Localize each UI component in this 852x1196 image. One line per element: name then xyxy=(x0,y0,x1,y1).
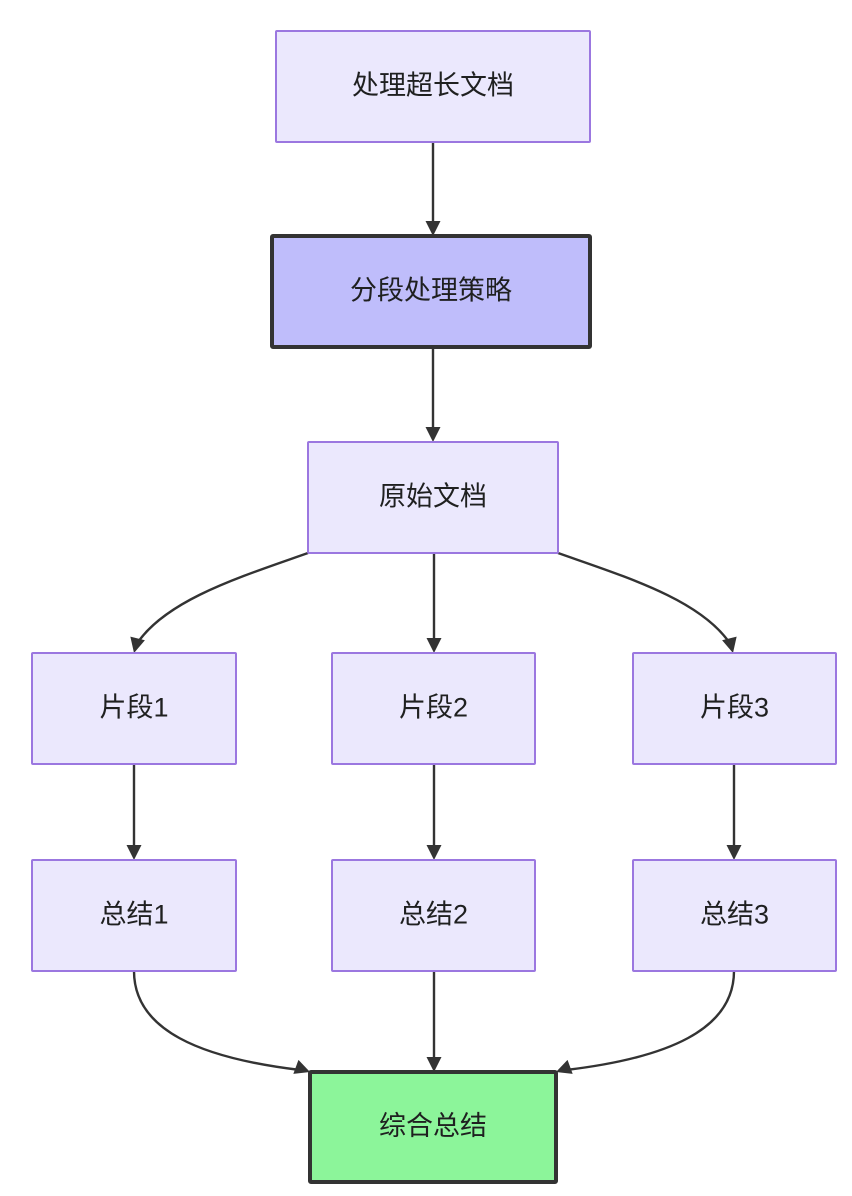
arrowheads-layer xyxy=(126,221,742,1074)
edges-layer xyxy=(132,142,736,1072)
node-box[interactable] xyxy=(275,30,591,143)
edge-arrowhead xyxy=(556,1059,573,1074)
node-label: 片段2 xyxy=(399,693,468,723)
arrowhead-triangle xyxy=(130,636,145,653)
arrowhead-triangle xyxy=(722,636,737,653)
flow-edge xyxy=(132,970,301,1072)
arrowhead-triangle xyxy=(425,221,441,236)
node-label: 总结1 xyxy=(99,900,168,930)
flow-node-n10[interactable]: 综合总结 xyxy=(308,1070,558,1184)
node-box[interactable] xyxy=(632,652,837,765)
flow-node-n2[interactable]: 分段处理策略 xyxy=(270,234,592,349)
flow-node-n1[interactable]: 处理超长文档 xyxy=(275,30,591,143)
edge-arrowhead xyxy=(726,845,742,860)
flow-node-n9[interactable]: 总结3 xyxy=(632,859,837,972)
node-label: 总结2 xyxy=(399,900,468,930)
flow-edge xyxy=(565,970,736,1072)
node-label: 片段1 xyxy=(99,693,168,723)
node-label: 总结3 xyxy=(700,900,769,930)
edge-arrowhead xyxy=(426,845,442,860)
node-box[interactable] xyxy=(31,859,237,972)
node-box[interactable] xyxy=(307,441,559,554)
node-box[interactable] xyxy=(308,1070,558,1184)
edge-arrowhead xyxy=(426,1057,442,1072)
node-label: 处理超长文档 xyxy=(352,71,514,101)
arrowhead-triangle xyxy=(126,845,142,860)
node-box[interactable] xyxy=(270,234,592,349)
flow-edge xyxy=(134,551,309,646)
arrowhead-triangle xyxy=(726,845,742,860)
flow-edge xyxy=(557,551,733,646)
arrowhead-triangle xyxy=(293,1059,310,1074)
flow-node-n7[interactable]: 总结1 xyxy=(31,859,237,972)
edge-arrowhead xyxy=(426,638,442,653)
edge-arrowhead xyxy=(126,845,142,860)
flow-node-n6[interactable]: 片段3 xyxy=(632,652,837,765)
edge-arrowhead xyxy=(425,427,441,442)
node-box[interactable] xyxy=(331,652,536,765)
arrowhead-triangle xyxy=(556,1059,573,1074)
node-box[interactable] xyxy=(331,859,536,972)
edge-arrowhead xyxy=(722,636,737,653)
edge-arrowhead xyxy=(425,221,441,236)
node-label: 原始文档 xyxy=(379,482,487,512)
flow-node-n8[interactable]: 总结2 xyxy=(331,859,536,972)
node-label: 综合总结 xyxy=(379,1111,487,1141)
node-label: 片段3 xyxy=(700,693,769,723)
arrowhead-triangle xyxy=(426,638,442,653)
arrowhead-triangle xyxy=(426,845,442,860)
edge-arrowhead xyxy=(130,636,145,653)
flow-node-n4[interactable]: 片段1 xyxy=(31,652,237,765)
node-label: 分段处理策略 xyxy=(350,276,512,306)
edge-arrowhead xyxy=(293,1059,310,1074)
flow-node-n3[interactable]: 原始文档 xyxy=(307,441,559,554)
arrowhead-triangle xyxy=(425,427,441,442)
node-box[interactable] xyxy=(632,859,837,972)
flow-node-n5[interactable]: 片段2 xyxy=(331,652,536,765)
arrowhead-triangle xyxy=(426,1057,442,1072)
node-box[interactable] xyxy=(31,652,237,765)
